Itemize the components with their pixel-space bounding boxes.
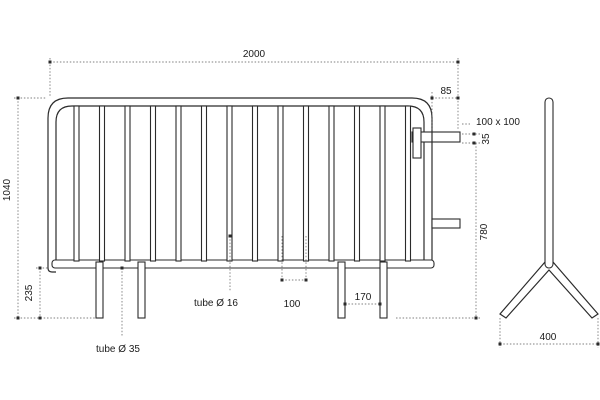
vertical-bars: [73, 105, 412, 262]
bottom-rail: [51, 259, 435, 269]
feet: [95, 261, 388, 319]
vertical-bar: [175, 105, 182, 262]
barrier-frame: [47, 97, 435, 273]
vertical-bar: [124, 105, 131, 262]
dim-base-width: 400: [540, 332, 557, 343]
vertical-bar: [404, 105, 412, 262]
frame-outer: [47, 97, 433, 268]
side-upright: [544, 97, 554, 269]
side-view: [499, 97, 599, 319]
dim-hook-width: 85: [440, 86, 452, 97]
hook-upper: [411, 131, 461, 143]
foot-2: [137, 261, 146, 319]
dim-overall-width: 2000: [243, 49, 266, 60]
vertical-bar: [251, 105, 259, 262]
dim-height: 1040: [2, 178, 13, 201]
side-base-legs: [499, 261, 599, 319]
foot-4: [379, 261, 388, 319]
dim-hook-height: 780: [479, 223, 490, 240]
dim-foot-spacing: 170: [355, 292, 372, 303]
dim-bar-spacing: 100: [284, 299, 301, 310]
vertical-bar: [328, 105, 335, 262]
dim-foot-height: 235: [24, 284, 35, 301]
foot-3: [337, 261, 346, 319]
hook-plate: [412, 127, 422, 159]
dim-hook-section: 100 x 100: [476, 117, 520, 128]
dim-hook-tube: 35: [481, 133, 492, 145]
vertical-bar: [226, 105, 233, 262]
vertical-bar: [149, 105, 157, 262]
vertical-bar: [200, 105, 208, 262]
label-frame-tube: tube Ø 35: [96, 344, 140, 355]
vertical-bar: [353, 105, 361, 262]
vertical-bar: [98, 105, 106, 262]
hook-lower: [431, 218, 461, 229]
hooks: [411, 127, 461, 229]
vertical-bar: [379, 105, 386, 262]
foot-1: [95, 261, 104, 319]
vertical-bar: [302, 105, 310, 262]
vertical-bar: [277, 105, 284, 262]
label-bar-tube: tube Ø 16: [194, 298, 238, 309]
vertical-bar: [73, 105, 80, 262]
frame-inner: [55, 105, 425, 262]
